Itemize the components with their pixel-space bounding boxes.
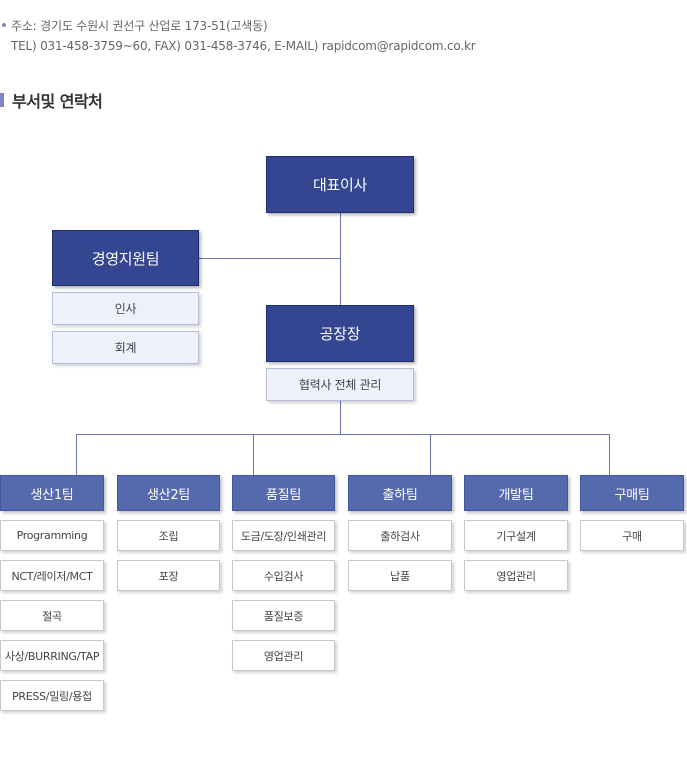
support-team-box: 경영지원팀 bbox=[52, 230, 199, 286]
team-item: NCT/레이저/MCT bbox=[0, 560, 104, 591]
factory-manager-box: 공장장 bbox=[266, 305, 414, 362]
connector-ceo-factory bbox=[340, 213, 341, 306]
connector-team-bus bbox=[76, 434, 610, 435]
address-line: 주소: 경기도 수원시 권선구 산업로 173-51(고색동) bbox=[11, 19, 268, 33]
connector-factory-teams bbox=[340, 400, 341, 434]
team-box-production1: 생산1팀 bbox=[0, 475, 104, 511]
connector-team-3 bbox=[253, 434, 254, 475]
team-item: 포장 bbox=[117, 560, 220, 591]
section-marker-icon bbox=[0, 93, 4, 107]
team-item: 사상/BURRING/TAP bbox=[0, 640, 104, 671]
team-box-production2: 생산2팀 bbox=[117, 475, 220, 511]
connector-team-4 bbox=[430, 434, 431, 475]
team-item: 납품 bbox=[348, 560, 452, 591]
connector-support bbox=[199, 258, 340, 259]
team-box-purchasing: 구매팀 bbox=[580, 475, 684, 511]
team-item: Programming bbox=[0, 520, 104, 551]
ceo-box: 대표이사 bbox=[266, 156, 414, 213]
team-item: 품질보증 bbox=[232, 600, 335, 631]
connector-team-6 bbox=[609, 434, 610, 475]
team-item: 수입검사 bbox=[232, 560, 335, 591]
team-item: 구매 bbox=[580, 520, 684, 551]
team-box-development: 개발팀 bbox=[464, 475, 568, 511]
team-box-shipping: 출하팀 bbox=[348, 475, 452, 511]
team-item: 도금/도장/인쇄관리 bbox=[232, 520, 335, 551]
team-item: 기구설계 bbox=[464, 520, 568, 551]
support-item-accounting: 회계 bbox=[52, 331, 199, 364]
team-item: 영업관리 bbox=[464, 560, 568, 591]
connector-team-1 bbox=[76, 434, 77, 475]
address-bullet-icon bbox=[2, 23, 6, 27]
team-item: 절곡 bbox=[0, 600, 104, 631]
team-item: PRESS/밀링/용접 bbox=[0, 680, 104, 711]
team-box-quality: 품질팀 bbox=[232, 475, 335, 511]
section-title: 부서및 연락처 bbox=[12, 92, 103, 111]
team-item: 영업관리 bbox=[232, 640, 335, 671]
team-item: 조립 bbox=[117, 520, 220, 551]
contact-line: TEL) 031-458-3759~60, FAX) 031-458-3746,… bbox=[11, 39, 476, 53]
support-item-hr: 인사 bbox=[52, 292, 199, 325]
factory-sub-box: 협력사 전체 관리 bbox=[266, 368, 414, 401]
team-item: 출하검사 bbox=[348, 520, 452, 551]
